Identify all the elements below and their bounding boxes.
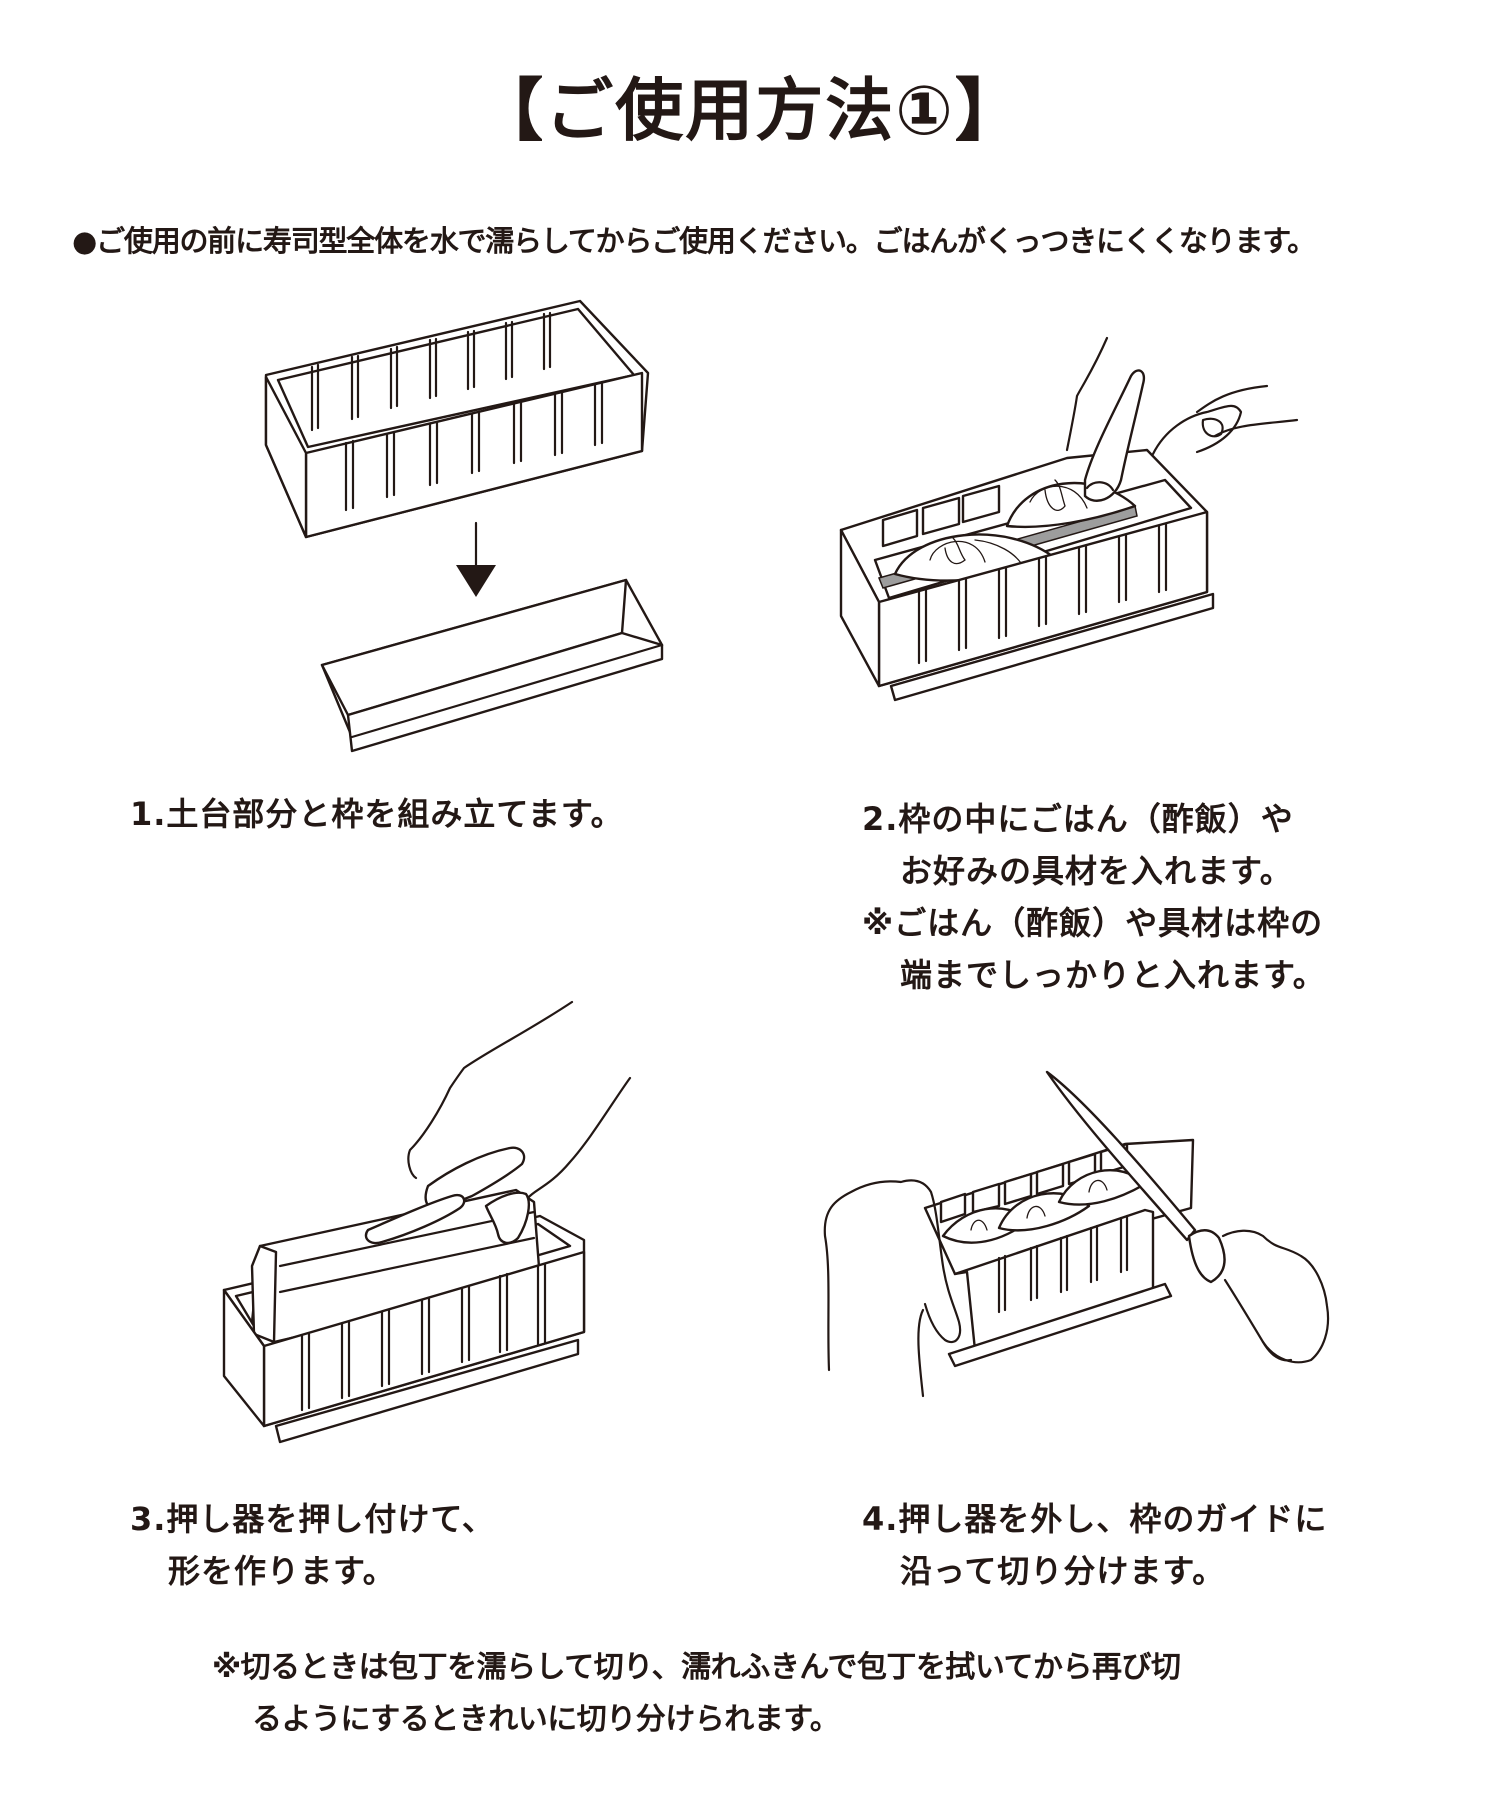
step-1-instruction: 1.土台部分と枠を組み立てます。	[130, 788, 624, 840]
illustration-step-1	[264, 299, 664, 753]
note-mark: ※	[212, 1650, 241, 1685]
step-2-instruction: 2.枠の中にごはん（酢飯）や お好みの具材を入れます。 ※ごはん（酢飯）や具材は…	[862, 793, 1326, 1001]
mold-base-icon	[320, 578, 664, 753]
step-text-line: 押し器を外し、枠のガイドに	[898, 1500, 1328, 1538]
step-4-instruction: 4.押し器を外し、枠のガイドに 沿って切り分けます。	[862, 1493, 1327, 1597]
note-text-line: 端までしっかりと入れます。	[900, 956, 1326, 994]
intro-text: ご使用の前に寿司型全体を水で濡らしてからご使用ください。ごはんがくっつきにくくな…	[96, 224, 1316, 258]
step-text-line: 形を作ります。	[168, 1552, 396, 1590]
step-text-line: 押し器を押し付けて、	[166, 1500, 495, 1538]
step-text-line: 枠の中にごはん（酢飯）や	[898, 800, 1294, 838]
knife-icon	[1045, 1070, 1226, 1284]
intro-note: ●ご使用の前に寿司型全体を水で濡らしてからご使用ください。ごはんがくっつきにくく…	[72, 222, 1472, 260]
bullet-icon: ●	[72, 224, 97, 258]
illustration-step-4	[823, 1070, 1330, 1398]
step-text-line: お好みの具材を入れます。	[900, 852, 1293, 890]
mold-with-ingredients-icon	[839, 448, 1215, 702]
step-number: 4.	[862, 1500, 899, 1538]
illustration-step-3	[222, 1000, 632, 1444]
footer-text-line: るようにするときれいに切り分けられます。	[252, 1702, 840, 1737]
step-text-line: 土台部分と枠を組み立てます。	[166, 795, 624, 833]
illustration-step-2	[839, 336, 1299, 702]
step-number: 3.	[130, 1500, 167, 1538]
mold-cutting-icon	[923, 1138, 1195, 1368]
arrow-down-icon	[456, 521, 496, 597]
note-text-line: ごはん（酢飯）や具材は枠の	[894, 904, 1324, 942]
mold-frame-icon	[264, 299, 650, 539]
step-number: 1.	[130, 795, 167, 833]
mold-with-press-icon	[222, 1188, 586, 1444]
step-3-instruction: 3.押し器を押し付けて、 形を作ります。	[130, 1493, 495, 1597]
hand-icon	[1065, 336, 1299, 502]
footer-text-line: 切るときは包丁を濡らして切り、濡れふきんで包丁を拭いてから再び切	[240, 1650, 1181, 1685]
footer-note: ※切るときは包丁を濡らして切り、濡れふきんで包丁を拭いてから再び切 るようにする…	[212, 1642, 1181, 1746]
hand-icon	[823, 1179, 1330, 1398]
hand-icon	[364, 1000, 632, 1245]
step-text-line: 沿って切り分けます。	[900, 1552, 1226, 1590]
note-mark: ※	[862, 904, 895, 942]
step-number: 2.	[862, 800, 899, 838]
page-title: 【ご使用方法①】	[475, 72, 1025, 151]
